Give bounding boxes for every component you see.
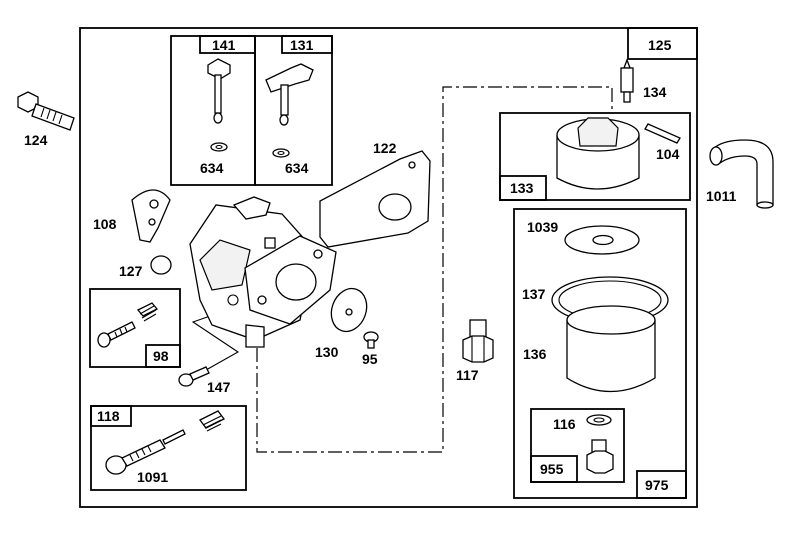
callout-104: 104 <box>656 146 680 162</box>
box-98-label <box>145 344 181 368</box>
callout-147: 147 <box>207 379 231 395</box>
box-118-label <box>90 405 132 427</box>
callout-1011: 1011 <box>706 188 737 204</box>
part-104-pin <box>644 123 681 144</box>
callout-108: 108 <box>93 216 117 232</box>
callout-122: 122 <box>373 140 397 156</box>
box-98 <box>89 288 181 368</box>
part-124-screw <box>17 91 75 131</box>
callout-117: 117 <box>456 367 479 383</box>
callout-116: 116 <box>553 416 576 432</box>
part-136-bowl <box>566 305 656 393</box>
callout-98: 98 <box>153 348 169 364</box>
callout-137: 137 <box>522 286 546 302</box>
part-carburetor-body <box>189 196 337 348</box>
callout-141: 141 <box>212 37 236 53</box>
callout-127: 127 <box>119 263 143 279</box>
box-955-label <box>530 455 578 483</box>
part-116-washer <box>586 414 612 426</box>
callout-95: 95 <box>362 351 378 367</box>
part-98-screw-spring <box>97 302 159 348</box>
callout-634-b: 634 <box>285 160 309 176</box>
callout-1091: 1091 <box>137 469 168 485</box>
callout-975: 975 <box>645 477 669 493</box>
part-127-plug <box>150 255 172 275</box>
part-955-bolt <box>586 439 614 474</box>
callout-133: 133 <box>510 180 534 196</box>
box-975-label <box>636 470 687 499</box>
part-1039-gasket <box>564 225 640 255</box>
callout-118: 118 <box>97 408 120 424</box>
callout-134: 134 <box>643 84 667 100</box>
callout-125: 125 <box>648 37 672 53</box>
part-134-inlet-needle <box>620 58 634 103</box>
part-147-screw <box>178 366 210 387</box>
box-125 <box>627 27 698 60</box>
box-133-label <box>499 175 547 201</box>
box-118 <box>90 405 247 491</box>
part-141-needle <box>207 58 231 152</box>
part-118-needle-spring <box>105 410 225 475</box>
callout-124: 124 <box>24 132 48 148</box>
part-130-disc <box>330 287 368 333</box>
part-108-plate <box>131 189 171 243</box>
callout-955: 955 <box>540 461 564 477</box>
assembly-line-main <box>256 86 613 453</box>
box-141-label <box>199 35 256 54</box>
diagram-frame <box>79 27 698 508</box>
part-122-gasket <box>319 150 431 248</box>
part-117-jet <box>462 319 494 363</box>
callout-130: 130 <box>315 344 339 360</box>
part-131-needle <box>265 63 314 158</box>
callout-131: 131 <box>290 37 314 53</box>
box-975 <box>513 208 687 499</box>
box-131-label <box>281 35 333 54</box>
callout-136: 136 <box>523 346 547 362</box>
part-133-float <box>556 117 640 190</box>
callout-634-a: 634 <box>200 160 224 176</box>
part-1011-hose <box>709 139 774 209</box>
part-95-screw <box>363 331 379 349</box>
box-133 <box>499 112 691 201</box>
callout-1039: 1039 <box>527 219 558 235</box>
